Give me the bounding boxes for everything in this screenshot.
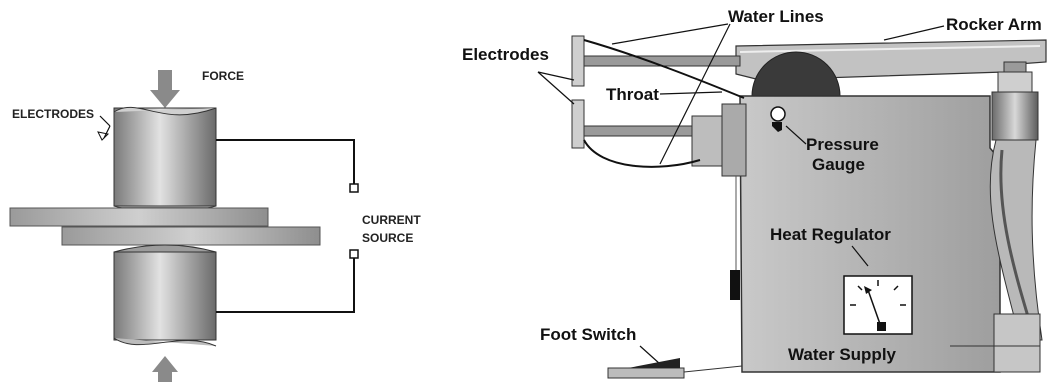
upper-electrode xyxy=(113,106,217,214)
throat-label: Throat xyxy=(606,85,659,104)
pressure-gauge-label-line1: Pressure xyxy=(806,135,879,154)
water-supply-label: Water Supply xyxy=(788,345,897,364)
water-line-tubes xyxy=(583,39,745,168)
heat-regulator-label: Heat Regulator xyxy=(770,225,891,244)
force-arrow-top xyxy=(150,70,180,108)
force-label: FORCE xyxy=(202,69,244,83)
foot-switch-pedal xyxy=(607,358,743,379)
electrodes-pointer xyxy=(97,115,111,141)
foot-switch-label: Foot Switch xyxy=(540,325,636,344)
rocker-arm-label: Rocker Arm xyxy=(946,15,1042,34)
side-switch-block xyxy=(730,270,740,300)
spot-welding-principle-diagram: FORCE ELECTRODES xyxy=(9,69,421,382)
piston-column xyxy=(950,61,1043,373)
pivot-dome xyxy=(751,51,841,97)
current-source-label-line2: SOURCE xyxy=(362,231,413,245)
electrodes-label-right: Electrodes xyxy=(462,45,549,64)
upper-electrode-arm xyxy=(571,35,741,87)
workpiece-sheets xyxy=(9,207,321,246)
electrodes-label-left: ELECTRODES xyxy=(12,107,94,121)
water-lines-label: Water Lines xyxy=(728,7,824,26)
current-source-label-line1: CURRENT xyxy=(362,213,421,227)
leader-lines xyxy=(537,23,945,365)
lower-electrode-arm xyxy=(571,99,741,167)
lower-electrode xyxy=(113,244,217,347)
pressure-gauge-label-line2: Gauge xyxy=(812,155,865,174)
force-arrow-bottom xyxy=(152,356,178,382)
circuit-wires xyxy=(216,139,359,313)
spot-welding-machine-diagram: Water Lines Rocker Arm Electrodes Throat… xyxy=(462,7,1047,379)
heat-regulator-dial-icon xyxy=(843,275,913,335)
pressure-gauge-icon xyxy=(770,106,786,132)
